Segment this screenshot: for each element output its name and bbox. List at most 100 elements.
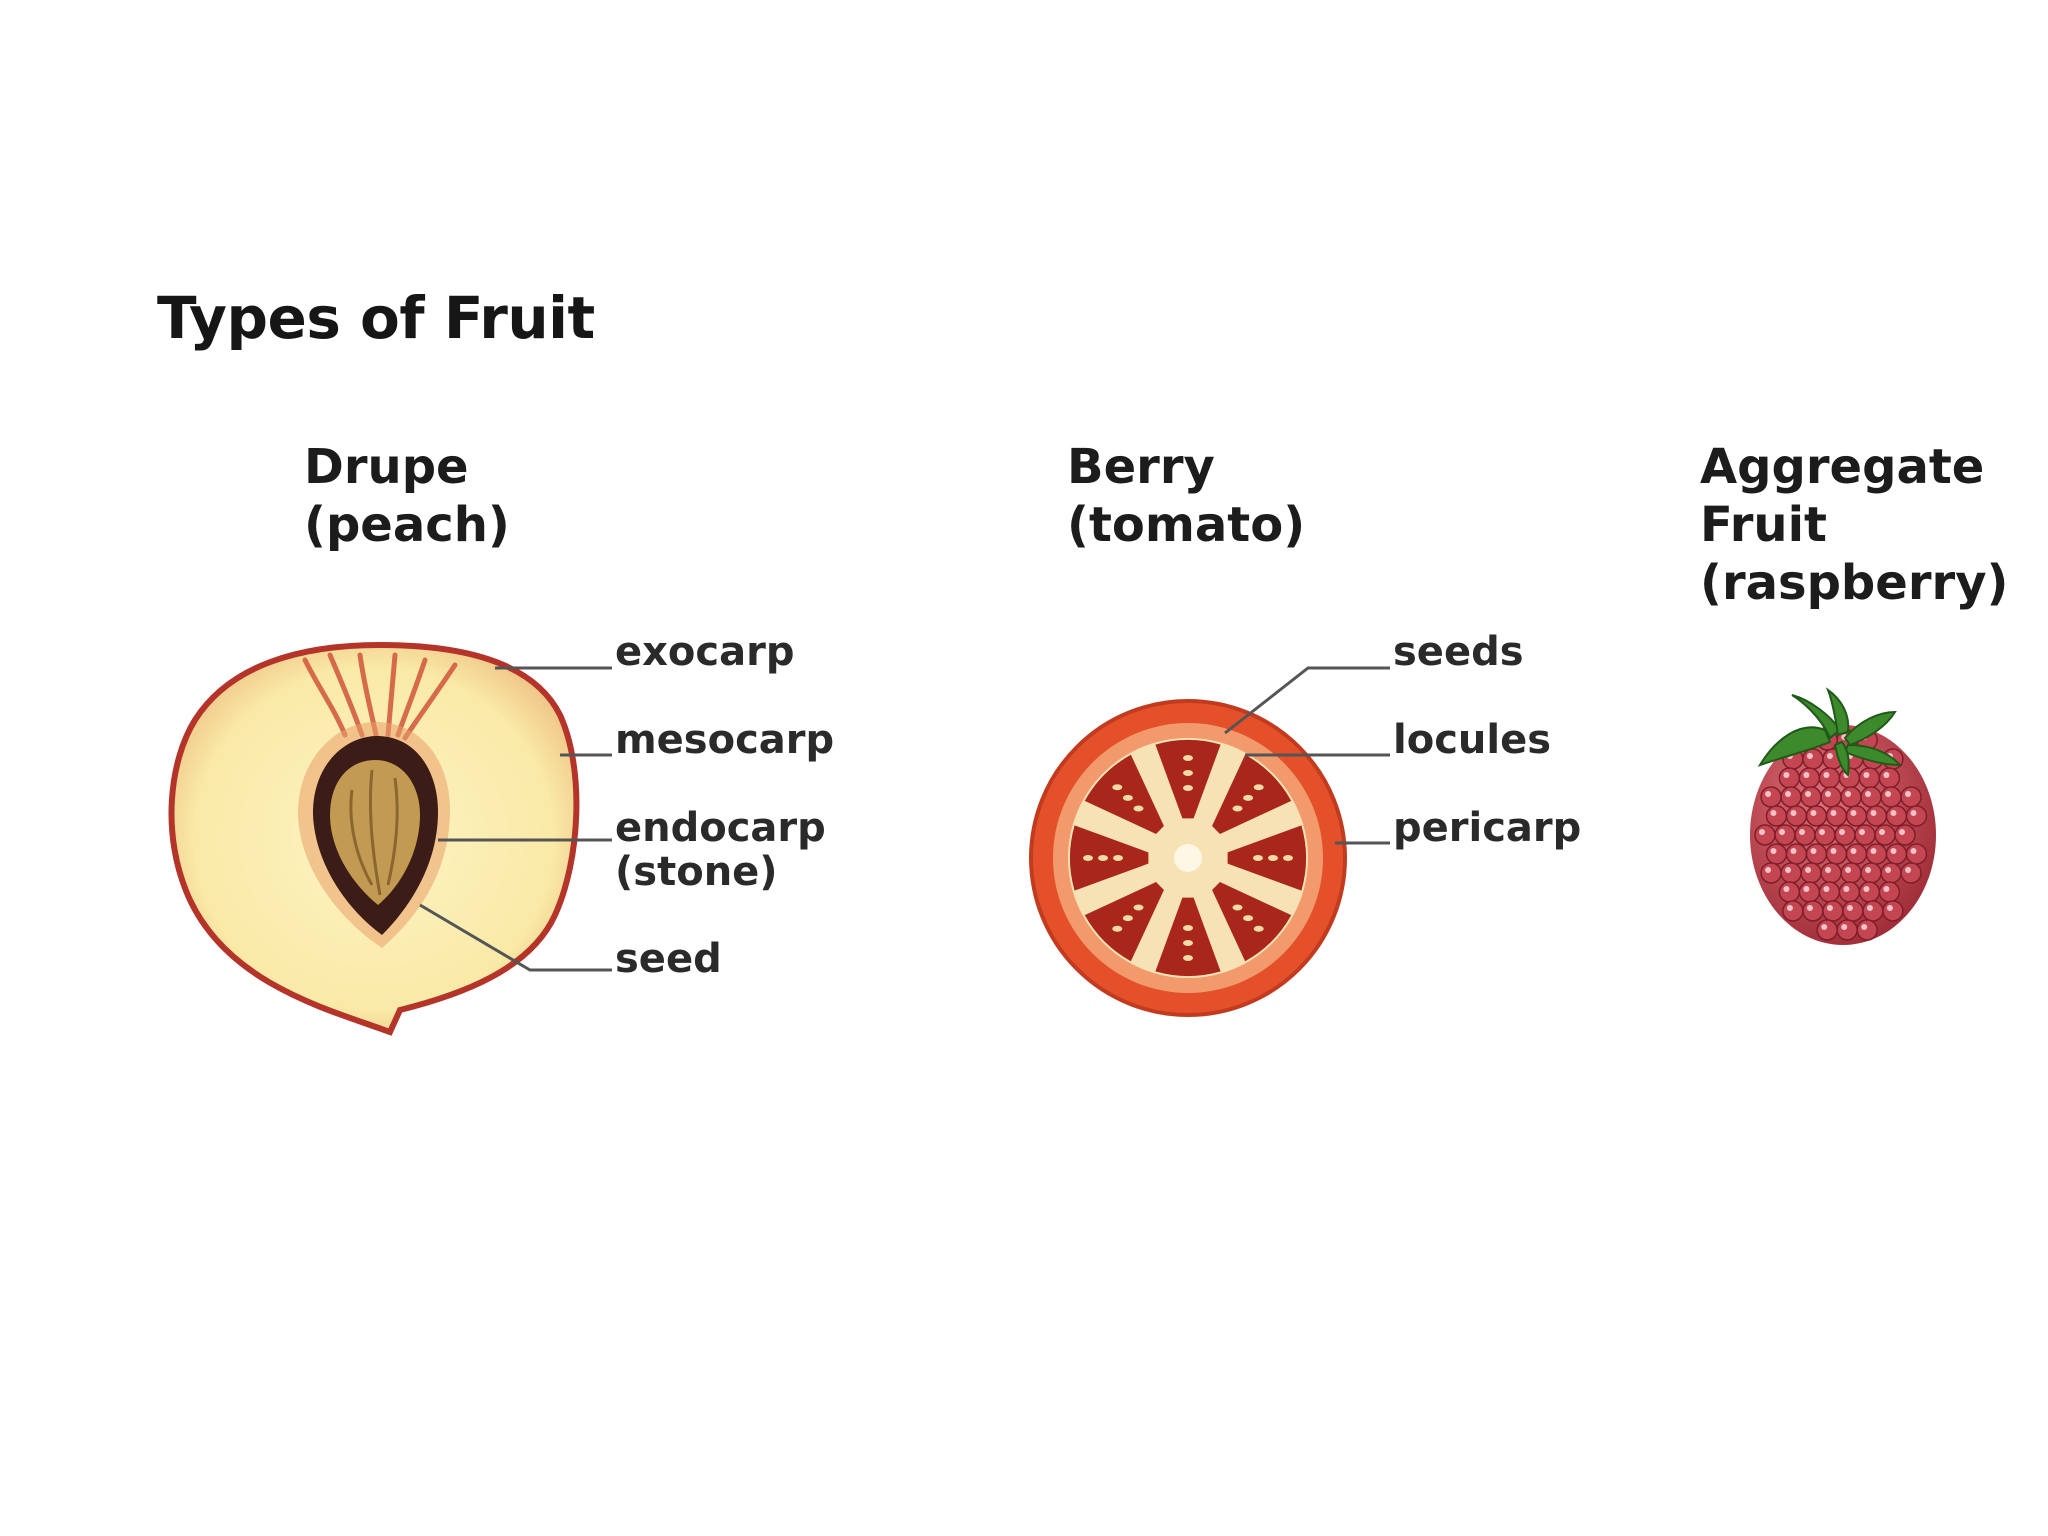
tomato-seed	[1113, 855, 1123, 861]
tomato-locule	[1155, 897, 1221, 976]
raspberry-drupelet	[1838, 881, 1861, 903]
raspberry-drupelet	[1836, 919, 1858, 941]
raspberry-highlight	[1870, 810, 1877, 816]
raspberry-drupelet	[1905, 843, 1928, 865]
raspberry-highlight	[1850, 848, 1857, 854]
tomato-seed	[1133, 904, 1144, 911]
tomato-seed	[1183, 755, 1193, 761]
raspberry-highlight	[1823, 772, 1830, 778]
raspberry-drupelet	[1882, 900, 1904, 922]
raspberry-drupelet	[1865, 843, 1888, 865]
raspberry-drupelet	[1778, 767, 1801, 789]
raspberry-drupelet	[1802, 900, 1824, 922]
tomato-illustration	[1029, 666, 1390, 1017]
aggregate-heading: Aggregate Fruit (raspberry)	[1700, 438, 2008, 612]
raspberry-highlight	[1905, 791, 1912, 797]
raspberry-drupelet	[1805, 843, 1828, 865]
drupe-name: Drupe	[304, 439, 469, 495]
raspberry-highlight	[1819, 829, 1825, 835]
raspberry-highlight	[1885, 867, 1892, 873]
raspberry-drupelet	[1845, 843, 1868, 865]
raspberry-highlight	[1859, 829, 1865, 835]
tomato-seed	[1083, 855, 1093, 861]
raspberry-highlight	[1850, 810, 1857, 816]
raspberry-drupelet	[1860, 786, 1882, 808]
tomato-locule	[1227, 825, 1306, 891]
tomato-seed	[1232, 805, 1243, 812]
berry-name: Berry	[1067, 439, 1215, 495]
raspberry-illustration	[1750, 687, 1936, 945]
raspberry-highlight	[1770, 810, 1777, 816]
raspberry-highlight	[1805, 791, 1812, 797]
label-endocarp-text: endocarp	[615, 805, 826, 851]
peach-seed-texture	[349, 769, 399, 896]
raspberry-highlight	[1899, 829, 1905, 835]
raspberry-drupelet	[1845, 805, 1868, 827]
raspberry-drupelet	[1862, 900, 1884, 922]
raspberry-drupelet	[1865, 805, 1888, 827]
raspberry-drupelet	[1780, 862, 1802, 884]
raspberry-drupelet	[1825, 843, 1848, 865]
raspberry-highlight	[1883, 886, 1890, 892]
raspberry-highlight	[1890, 848, 1897, 854]
tomato-seed	[1253, 784, 1264, 791]
raspberry-drupelet	[1856, 919, 1878, 941]
label-seed: seed	[615, 936, 722, 982]
raspberry-drupelet	[1894, 824, 1916, 846]
berry-leader-lines	[1224, 666, 1390, 845]
raspberry-highlight	[1885, 791, 1892, 797]
raspberry-highlight	[1826, 905, 1833, 911]
raspberry-highlight	[1845, 791, 1852, 797]
raspberry-drupelet	[1774, 824, 1796, 846]
raspberry-drupelet	[1858, 767, 1881, 789]
raspberry-drupelet	[1885, 843, 1908, 865]
tomato-seed	[1253, 855, 1263, 861]
raspberry-highlight	[1783, 772, 1790, 778]
raspberry-drupelet	[1805, 805, 1828, 827]
tomato-seed	[1112, 784, 1123, 791]
raspberry-drupelet	[1814, 824, 1836, 846]
raspberry-highlight	[1783, 886, 1790, 892]
raspberry-drupelet	[1860, 862, 1882, 884]
label-locules: locules	[1393, 717, 1552, 763]
raspberry-highlight	[1810, 848, 1817, 854]
tomato-center	[1174, 844, 1202, 872]
tomato-seed	[1268, 855, 1278, 861]
raspberry-drupelet	[1818, 767, 1841, 789]
raspberry-drupelet	[1840, 786, 1862, 808]
tomato-seed	[1122, 794, 1133, 801]
raspberry-highlight	[1886, 905, 1893, 911]
raspberry-highlight	[1846, 905, 1853, 911]
peach-illustration	[168, 641, 612, 1036]
label-stone-text: (stone)	[615, 849, 778, 895]
raspberry-highlight	[1803, 886, 1810, 892]
raspberry-drupelet	[1818, 881, 1841, 903]
tomato-seed	[1183, 925, 1193, 931]
tomato-locule	[1212, 882, 1292, 962]
raspberry-highlight	[1826, 753, 1833, 759]
raspberry-highlight	[1759, 829, 1765, 835]
raspberry-drupelet	[1874, 824, 1896, 846]
raspberry-drupelet	[1782, 900, 1804, 922]
drupe-leader-lines	[419, 666, 612, 972]
raspberry-highlight	[1785, 867, 1792, 873]
label-seeds: seeds	[1393, 629, 1524, 675]
raspberry-highlight	[1910, 810, 1917, 816]
tomato-seed	[1098, 855, 1108, 861]
aggregate-name: Aggregate	[1700, 439, 1985, 495]
tomato-seed	[1232, 904, 1243, 911]
aggregate-example: (raspberry)	[1700, 555, 2009, 611]
tomato-seed	[1243, 794, 1254, 801]
raspberry-drupelet	[1878, 881, 1901, 903]
raspberry-highlight	[1805, 867, 1812, 873]
raspberry-drupelet	[1800, 786, 1822, 808]
raspberry-highlight	[1765, 867, 1772, 873]
aggregate-name-line2: Fruit	[1700, 497, 1827, 553]
raspberry-highlight	[1839, 829, 1845, 835]
raspberry-highlight	[1785, 791, 1792, 797]
raspberry-highlight	[1890, 810, 1897, 816]
raspberry-highlight	[1830, 848, 1837, 854]
label-pericarp: pericarp	[1393, 805, 1582, 851]
raspberry-highlight	[1823, 886, 1830, 892]
